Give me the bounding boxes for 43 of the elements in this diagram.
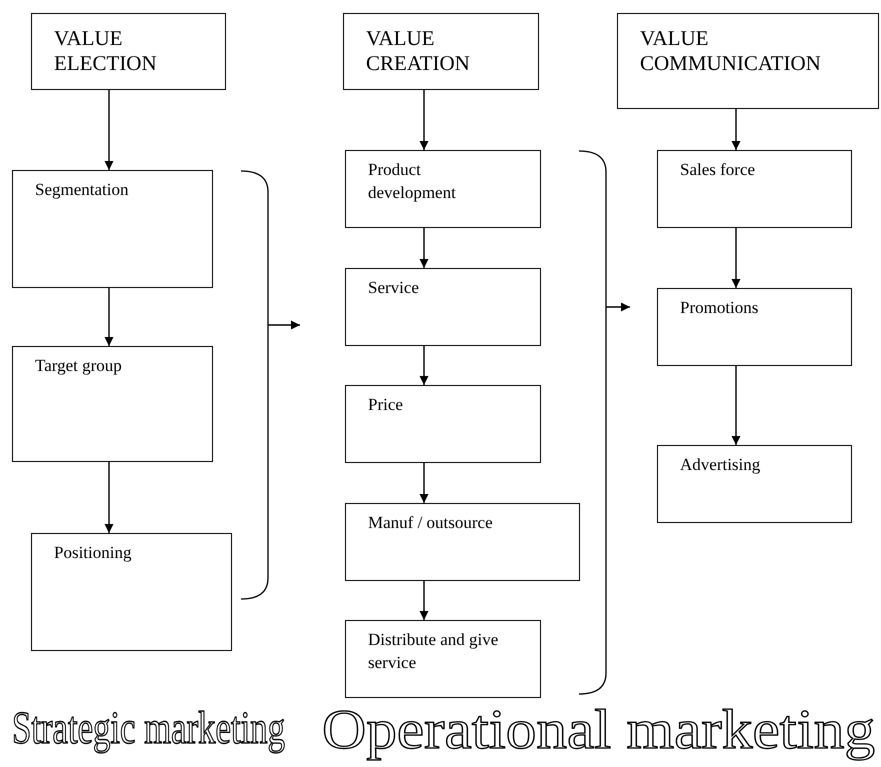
- box-label: Segmentation: [35, 179, 130, 201]
- arrow: [104, 288, 114, 346]
- heading-box: [343, 13, 539, 90]
- box-label: Product development: [368, 159, 457, 204]
- arrow: [104, 90, 114, 170]
- process-box: [12, 346, 213, 462]
- arrow: [732, 366, 740, 445]
- arrow: [732, 228, 740, 288]
- arrow: [420, 346, 428, 385]
- box-label: Service: [368, 277, 420, 299]
- box-label: VALUE COMMUNICATION: [640, 26, 822, 76]
- process-box: [345, 150, 541, 228]
- box-label: Manuf / outsource: [368, 512, 494, 534]
- box-label: Promotions: [680, 297, 760, 319]
- box-label: Positioning: [54, 542, 132, 564]
- process-box: [657, 445, 852, 523]
- box-label: Target group: [35, 355, 123, 377]
- arrow: [104, 462, 114, 533]
- process-box: [31, 533, 232, 651]
- bracket: [240, 170, 270, 600]
- box-label: Distribute and give service: [368, 629, 500, 674]
- bracket: [578, 150, 608, 695]
- box-label: VALUE ELECTION: [54, 26, 158, 76]
- arrow: [606, 302, 630, 312]
- process-box: [345, 385, 541, 463]
- arrow: [732, 109, 740, 150]
- box-label: Advertising: [680, 454, 762, 476]
- arrow: [420, 581, 428, 620]
- heading-box: [617, 13, 879, 109]
- process-box: [657, 288, 852, 366]
- process-box: [345, 268, 541, 346]
- arrow: [420, 90, 428, 150]
- arrow: [268, 320, 300, 330]
- box-label: Sales force: [680, 159, 756, 181]
- heading-box: [31, 13, 226, 90]
- process-box: [345, 503, 580, 581]
- box-label: VALUE CREATION: [366, 26, 471, 76]
- process-box: [12, 170, 213, 288]
- process-box: [657, 150, 852, 228]
- process-box: [345, 620, 541, 698]
- arrow: [420, 228, 428, 268]
- arrow: [420, 463, 428, 503]
- box-label: Price: [368, 394, 404, 416]
